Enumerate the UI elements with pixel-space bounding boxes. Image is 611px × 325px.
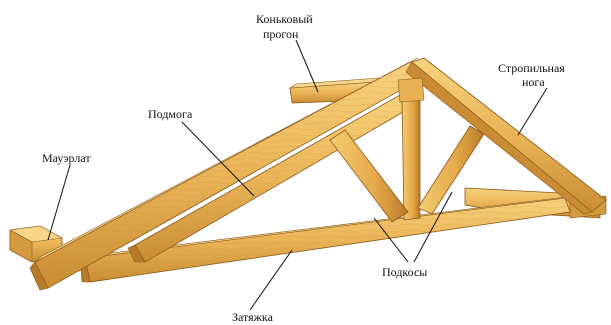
label-ridge-purlin-line1: Коньковый [256, 12, 313, 26]
king-post [398, 78, 424, 220]
left-brace [330, 130, 408, 222]
leader-wall-plate [48, 165, 70, 240]
label-ridge-purlin-line2: прогон [263, 27, 299, 41]
label-wall-plate: Мауэрлат [42, 151, 91, 165]
leader-tie-beam [250, 250, 292, 310]
leader-rafter-leg [518, 88, 547, 135]
label-rafter-leg-line2: нога [522, 75, 545, 89]
label-rafter-leg: Стропильная нога [498, 61, 568, 89]
label-rafter-leg-line1: Стропильная [498, 61, 565, 75]
label-ridge-purlin: Коньковый прогон [256, 12, 316, 41]
label-braces: Подкосы [382, 265, 427, 279]
label-tie-beam: Затяжка [232, 310, 274, 324]
label-strut-support: Подмога [148, 107, 193, 121]
